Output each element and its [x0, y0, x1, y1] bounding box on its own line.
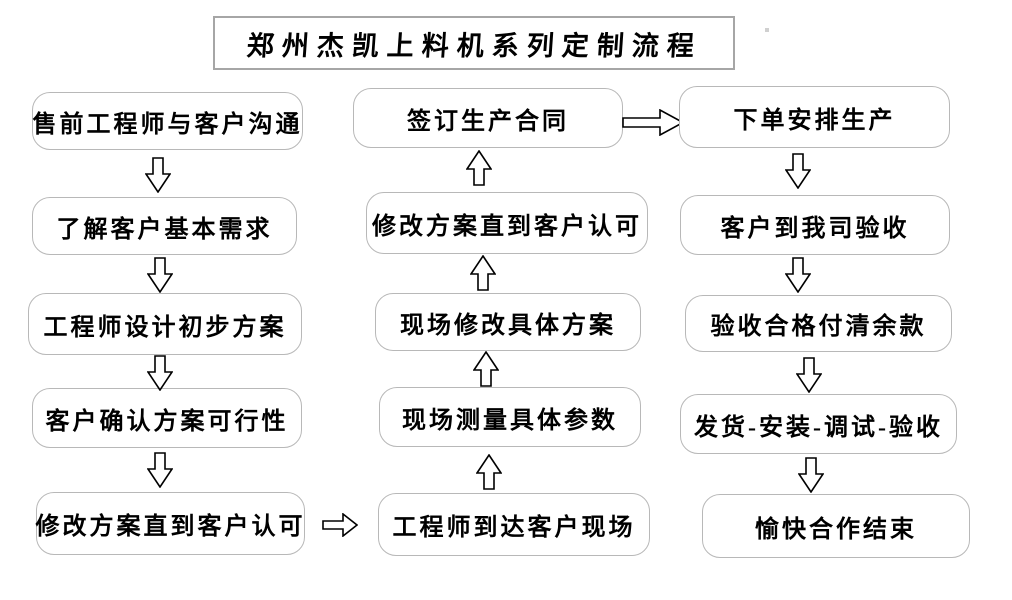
- arrow-right-icon: [622, 109, 684, 136]
- step-understand-needs: 了解客户基本需求: [32, 197, 297, 255]
- step-revise-until-approved-1: 修改方案直到客户认可: [36, 492, 305, 555]
- step-happy-cooperation-end: 愉快合作结束: [702, 494, 970, 558]
- arrow-right-icon: [322, 513, 358, 537]
- arrow-up-icon: [473, 351, 499, 387]
- step-pay-balance: 验收合格付清余款: [685, 295, 952, 352]
- step-onsite-revise-plan: 现场修改具体方案: [375, 293, 641, 351]
- arrow-down-icon: [785, 153, 811, 189]
- arrow-up-icon: [470, 255, 496, 291]
- arrow-down-icon: [798, 457, 824, 493]
- arrow-down-icon: [147, 257, 173, 293]
- step-onsite-measure-parameters: 现场测量具体参数: [379, 387, 641, 447]
- step-customer-acceptance-visit: 客户到我司验收: [680, 195, 950, 255]
- arrow-up-icon: [466, 150, 492, 186]
- step-confirm-feasibility: 客户确认方案可行性: [32, 388, 302, 448]
- title-box: 郑州杰凯上料机系列定制流程: [213, 16, 735, 70]
- arrow-down-icon: [147, 355, 173, 391]
- step-ship-install-debug-accept: 发货-安装-调试-验收: [680, 394, 957, 454]
- step-preliminary-design: 工程师设计初步方案: [28, 293, 302, 355]
- page-title: 郑州杰凯上料机系列定制流程: [245, 30, 703, 61]
- arrow-up-icon: [476, 454, 502, 490]
- step-place-order-production: 下单安排生产: [679, 86, 950, 148]
- step-engineer-arrives-onsite: 工程师到达客户现场: [378, 493, 650, 556]
- arrow-down-icon: [785, 257, 811, 293]
- step-sign-contract: 签订生产合同: [353, 88, 623, 148]
- arrow-down-icon: [145, 157, 171, 193]
- step-presales-communication: 售前工程师与客户沟通: [32, 92, 303, 150]
- arrow-down-icon: [147, 452, 173, 488]
- artifact-dot: [765, 28, 769, 32]
- arrow-down-icon: [796, 357, 822, 393]
- step-revise-until-approved-2: 修改方案直到客户认可: [366, 192, 648, 254]
